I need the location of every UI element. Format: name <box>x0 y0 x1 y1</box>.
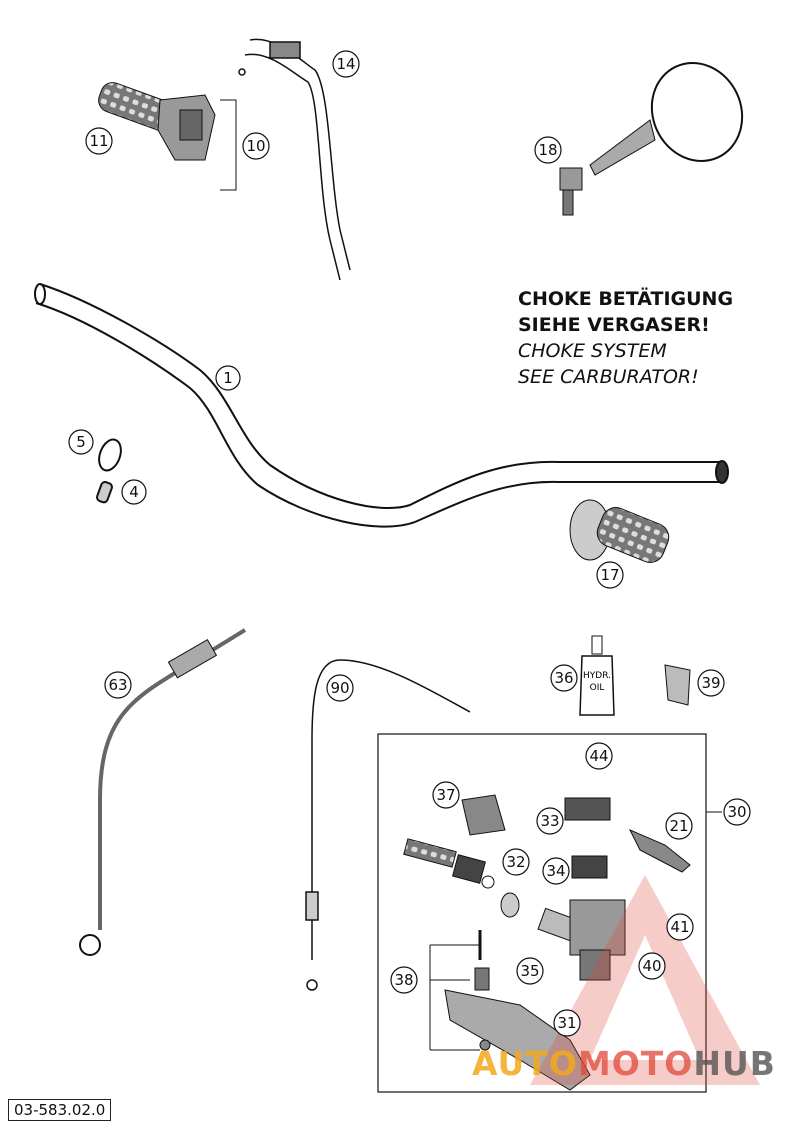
callout-37: 37 <box>432 781 460 809</box>
svg-text:31: 31 <box>557 1014 576 1032</box>
svg-text:37: 37 <box>436 786 455 804</box>
callout-63: 63 <box>104 671 132 699</box>
assembly-frame <box>377 733 707 1093</box>
throttle-grip-assembly <box>98 82 237 191</box>
callout-44: 44 <box>585 742 613 770</box>
svg-text:30: 30 <box>727 803 746 821</box>
svg-text:10: 10 <box>246 137 265 155</box>
svg-text:18: 18 <box>538 141 557 159</box>
callout-1: 1 <box>215 365 241 391</box>
svg-text:63: 63 <box>108 676 127 694</box>
callout-38: 38 <box>390 966 418 994</box>
callout-10: 10 <box>242 132 270 160</box>
choke-note: CHOKE BETÄTIGUNG SIEHE VERGASER! CHOKE S… <box>518 286 733 390</box>
oil-label-line2: OIL <box>590 683 605 693</box>
note-line-1: CHOKE BETÄTIGUNG <box>518 288 734 310</box>
svg-text:11: 11 <box>89 132 108 150</box>
callout-32: 32 <box>502 848 530 876</box>
callouts: 1 4 5 10 11 14 17 18 21 30 31 32 33 34 3… <box>68 50 751 1037</box>
callout-21: 21 <box>665 812 693 840</box>
document-number: 03-583.02.0 <box>8 1099 112 1121</box>
callout-31: 31 <box>553 1009 581 1037</box>
watermark-triangle <box>530 875 760 1085</box>
clutch-cable <box>305 659 471 991</box>
svg-text:4: 4 <box>129 483 139 501</box>
svg-text:14: 14 <box>336 55 355 73</box>
callout-36: 36 <box>550 664 578 692</box>
oil-label-line1: HYDR. <box>583 671 611 681</box>
svg-text:36: 36 <box>554 669 573 687</box>
callout-30: 30 <box>723 798 751 826</box>
hydraulic-oil-bottle: HYDR. OIL <box>579 635 615 716</box>
right-grip <box>569 499 670 563</box>
watermark-part-1: AUTO <box>472 1044 578 1083</box>
svg-text:90: 90 <box>330 679 349 697</box>
callout-41: 41 <box>666 913 694 941</box>
watermark-part-3: HUB <box>693 1044 776 1083</box>
svg-text:38: 38 <box>394 971 413 989</box>
svg-text:32: 32 <box>506 853 525 871</box>
callout-39: 39 <box>697 669 725 697</box>
hydraulic-clutch-parts <box>403 794 691 1091</box>
svg-text:39: 39 <box>701 674 720 692</box>
callout-4: 4 <box>121 479 147 505</box>
svg-text:34: 34 <box>546 862 565 880</box>
svg-text:44: 44 <box>589 747 608 765</box>
callout-40: 40 <box>638 952 666 980</box>
cover-part <box>664 664 691 706</box>
throttle-cables <box>238 38 351 281</box>
callout-11: 11 <box>85 127 113 155</box>
svg-text:21: 21 <box>669 817 688 835</box>
svg-text:40: 40 <box>642 957 661 975</box>
svg-text:35: 35 <box>520 962 539 980</box>
speedo-cable <box>79 628 247 956</box>
callout-35: 35 <box>516 957 544 985</box>
callout-5: 5 <box>68 429 94 455</box>
callout-33: 33 <box>536 807 564 835</box>
watermark-part-2: MOTO <box>577 1044 694 1083</box>
svg-text:1: 1 <box>223 369 233 387</box>
callout-34: 34 <box>542 857 570 885</box>
handlebar <box>34 283 729 528</box>
callout-14: 14 <box>332 50 360 78</box>
callout-17: 17 <box>596 561 624 589</box>
note-line-3: CHOKE SYSTEM <box>518 340 667 362</box>
svg-text:33: 33 <box>540 812 559 830</box>
svg-text:41: 41 <box>670 918 689 936</box>
mirror <box>559 62 744 216</box>
svg-text:17: 17 <box>600 566 619 584</box>
note-line-4: SEE CARBURATOR! <box>518 366 699 388</box>
watermark-text: AUTOMOTOHUB <box>472 1044 776 1083</box>
clamp-and-sleeve <box>96 438 122 504</box>
note-line-2: SIEHE VERGASER! <box>518 314 710 336</box>
svg-text:5: 5 <box>76 433 86 451</box>
callout-90: 90 <box>326 674 354 702</box>
callout-18: 18 <box>534 136 562 164</box>
